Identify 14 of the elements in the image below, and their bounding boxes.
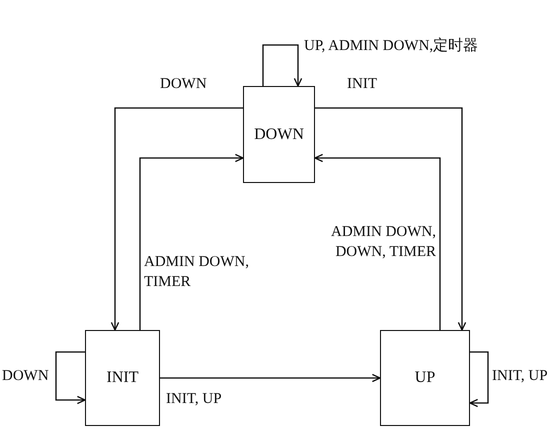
arrow bbox=[139, 154, 244, 330]
arrow bbox=[110, 107, 243, 331]
state-name: UP bbox=[414, 370, 436, 386]
arrow bbox=[55, 351, 86, 404]
state-box bbox=[85, 330, 160, 426]
arrow bbox=[262, 44, 302, 87]
state-name: DOWN bbox=[254, 126, 304, 142]
arrow bbox=[315, 107, 466, 331]
state-name: INIT bbox=[106, 370, 138, 386]
state-box bbox=[380, 330, 470, 426]
state-box bbox=[243, 86, 315, 183]
arrow bbox=[160, 374, 381, 382]
arrow bbox=[314, 154, 441, 330]
arrow bbox=[469, 351, 489, 408]
